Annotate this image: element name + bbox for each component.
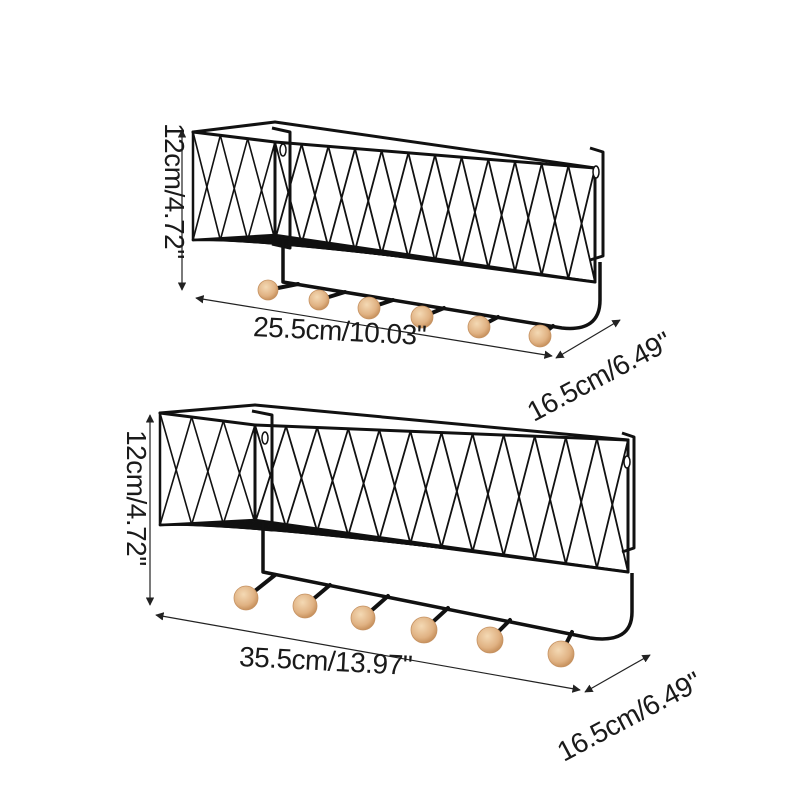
wooden-knob bbox=[476, 626, 504, 654]
shelf1-width-line bbox=[195, 295, 553, 359]
wooden-knob bbox=[467, 315, 491, 339]
front-diamond-wire bbox=[502, 435, 536, 557]
wooden-knob bbox=[257, 279, 279, 301]
front-diamond-wire bbox=[514, 162, 543, 273]
front-diamond-wire bbox=[533, 436, 567, 561]
front-diamond-wire bbox=[274, 143, 303, 241]
front-diamond-wire bbox=[354, 149, 383, 252]
front-diamond-wire bbox=[440, 432, 474, 549]
wooden-knob bbox=[547, 640, 575, 668]
front-diamond-wire bbox=[300, 145, 330, 245]
wall-bracket bbox=[589, 146, 605, 262]
wall-bracket bbox=[271, 126, 292, 250]
front-diamond-wire bbox=[471, 434, 505, 553]
front-diamond-wire bbox=[285, 426, 319, 528]
side-diamond-wire bbox=[159, 416, 193, 526]
front-diamond-wire bbox=[567, 167, 596, 280]
mounting-hole bbox=[261, 431, 269, 445]
shelf2-height-label: 12cm/4.72" bbox=[121, 430, 152, 566]
front-diamond-wire bbox=[409, 431, 443, 545]
right-top-rail bbox=[273, 120, 597, 170]
shelf2-depth-line bbox=[584, 654, 651, 693]
wooden-knob bbox=[292, 593, 318, 619]
wooden-knob bbox=[308, 289, 330, 311]
side-diamond-wire bbox=[190, 420, 225, 526]
wooden-knob bbox=[350, 605, 376, 631]
front-diamond-wire bbox=[407, 154, 436, 259]
front-diamond-wire bbox=[347, 429, 381, 537]
front-diamond-wire bbox=[316, 427, 350, 533]
front-diamond-wire bbox=[596, 439, 629, 569]
mounting-hole bbox=[592, 165, 600, 179]
dimension-lines bbox=[145, 129, 651, 693]
wall-bracket bbox=[621, 431, 636, 554]
left-top-rail bbox=[191, 130, 277, 144]
front-diamond-wire bbox=[380, 151, 410, 255]
front-diamond-wire bbox=[564, 437, 598, 565]
mounting-hole bbox=[279, 143, 287, 157]
side-diamond-wire bbox=[246, 141, 276, 241]
left-top-rail bbox=[158, 411, 257, 427]
side-diamond-wire bbox=[219, 137, 249, 241]
wooden-knob bbox=[528, 324, 552, 348]
shelf1-depth-line bbox=[555, 319, 621, 359]
mounting-hole bbox=[623, 455, 631, 469]
front-diamond-wire bbox=[540, 164, 570, 276]
front-diamond-wire bbox=[378, 430, 412, 541]
front-diamond-wire bbox=[327, 147, 356, 248]
back-top-rail bbox=[191, 120, 277, 134]
side-diamond-wire bbox=[222, 424, 256, 525]
wooden-knob bbox=[410, 616, 438, 644]
floor-diagonal-wire bbox=[247, 519, 629, 573]
wire-shelf-small bbox=[191, 120, 605, 348]
wooden-knob bbox=[233, 585, 259, 611]
back-top-rail bbox=[158, 403, 257, 415]
front-diamond-wire bbox=[487, 160, 516, 269]
shelf2-width-line bbox=[155, 612, 581, 693]
right-top-rail bbox=[253, 403, 630, 442]
hook-bar bbox=[261, 522, 634, 641]
front-diamond-wire bbox=[434, 156, 463, 262]
side-diamond-wire bbox=[192, 134, 222, 241]
shelf1-height-label: 12cm/4.72" bbox=[159, 123, 190, 259]
front-diamond-wire bbox=[460, 158, 490, 266]
floor-diagonal-wire bbox=[268, 234, 596, 283]
